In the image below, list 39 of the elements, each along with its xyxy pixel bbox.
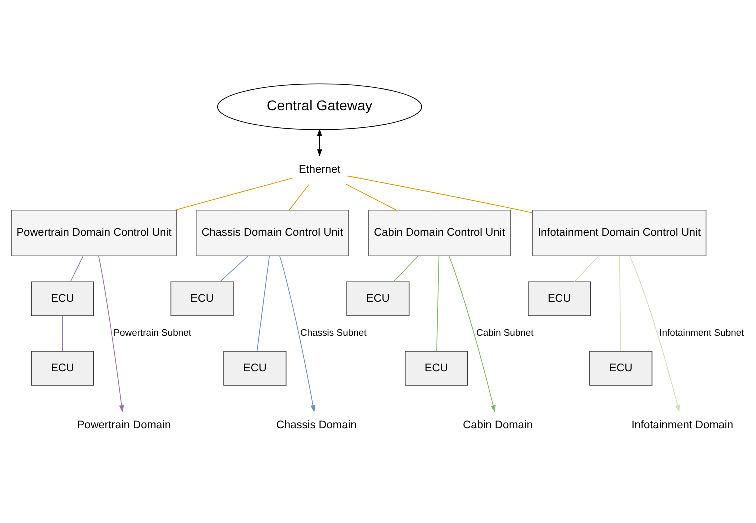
node-ellipse: Central Gateway (217, 83, 422, 130)
arrow (280, 255, 316, 412)
arrow (630, 255, 680, 412)
node-box: ECU (346, 281, 410, 316)
node-box: ECU (170, 281, 234, 316)
connector (436, 255, 440, 352)
connector (574, 255, 600, 282)
node-box: ECU (31, 281, 94, 316)
connector (619, 255, 622, 352)
node-box: ECU (528, 281, 592, 316)
node-box: ECU (31, 350, 94, 386)
arrow (317, 128, 322, 156)
connector (62, 315, 64, 352)
node-box: ECU (590, 350, 653, 386)
connector (174, 178, 293, 210)
node-box: Cabin Domain Control Unit (368, 209, 512, 256)
connector (347, 175, 533, 213)
node-text: Ethernet (298, 164, 341, 176)
node-box: ECU (224, 350, 287, 386)
arrow (448, 255, 496, 412)
node-text: Powertrain Domain (77, 419, 172, 432)
arrow (98, 255, 124, 412)
edge-label: Powertrain Subnet (114, 328, 192, 339)
node-text: Infotainment Domain (632, 419, 734, 432)
connector (220, 255, 249, 282)
node-box: Chassis Domain Control Unit (196, 209, 350, 256)
connector (393, 255, 419, 282)
connector (256, 255, 270, 352)
node-text: Chassis Domain (276, 419, 357, 432)
edge-label: Chassis Subnet (300, 328, 367, 339)
edge-label: Infotainment Subnet (660, 328, 744, 339)
node-text: Cabin Domain (463, 419, 534, 432)
edge-label: Cabin Subnet (476, 328, 534, 339)
node-box: Infotainment Domain Control Unit (532, 209, 707, 256)
connector (70, 255, 84, 282)
connector (346, 184, 397, 210)
node-box: ECU (405, 350, 468, 386)
connector (289, 184, 310, 210)
node-box: Powertrain Domain Control Unit (11, 209, 178, 256)
